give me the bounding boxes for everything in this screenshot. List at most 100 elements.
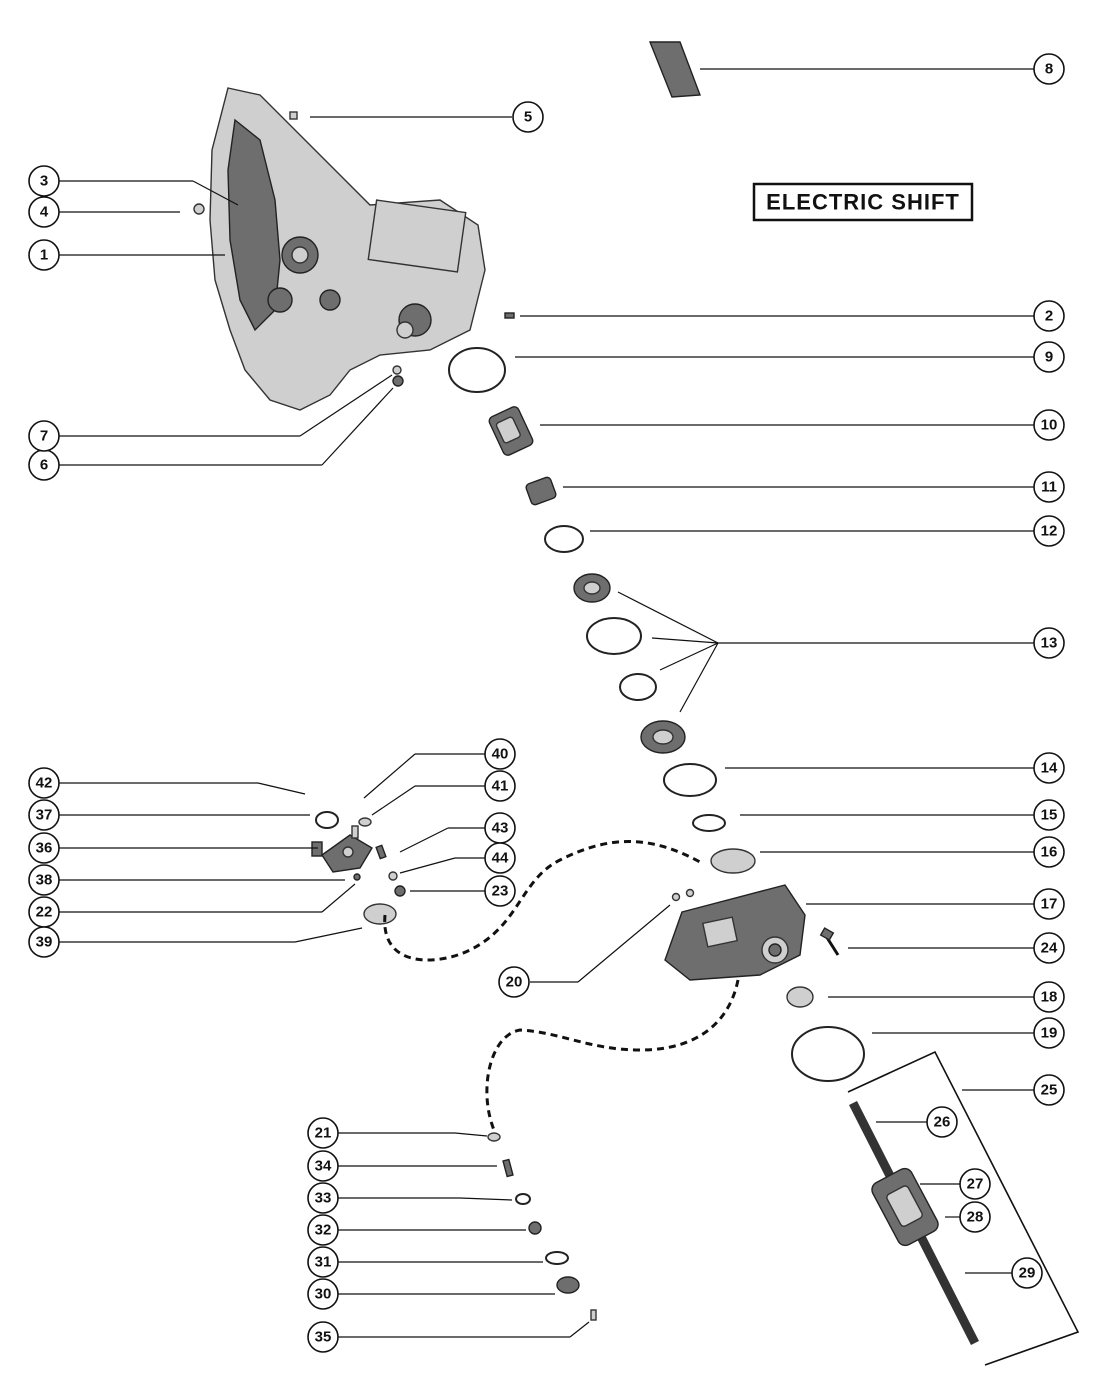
ring-part-9 [448,347,506,393]
leader-lines [59,68,1034,1338]
svg-text:9: 9 [1045,349,1053,366]
diagram-title: ELECTRIC SHIFT [766,190,960,215]
screw-part-40 [351,825,359,839]
callout-15: 15 [1033,799,1065,831]
callout-32: 32 [307,1214,339,1246]
nut-part-23 [394,885,406,897]
callout-7: 7 [28,420,60,452]
callout-6: 6 [28,449,60,481]
svg-text:7: 7 [40,428,48,445]
svg-text:29: 29 [1019,1265,1036,1282]
svg-text:15: 15 [1041,807,1058,824]
nut-part-6 [392,375,404,387]
callout-34: 34 [307,1150,339,1182]
callout-16: 16 [1033,836,1065,868]
screw-part-24 [819,927,840,956]
bearing-part-11 [525,476,557,506]
part-35 [590,1309,597,1321]
washer-part-41 [358,817,372,827]
wire-dashed-upper [383,840,701,962]
svg-text:5: 5 [524,109,532,126]
callout-31: 31 [307,1246,339,1278]
pin-part-22 [353,873,361,881]
svg-text:31: 31 [315,1254,332,1271]
callout-1: 1 [28,239,60,271]
svg-text:4: 4 [40,204,49,221]
callout-41: 41 [484,770,516,802]
washer-part-18 [786,986,814,1008]
callout-8: 8 [1033,53,1065,85]
callout-14: 14 [1033,752,1065,784]
gasket-part-39 [363,903,397,925]
callout-11: 11 [1033,471,1065,503]
solenoid-assembly-part-36 [311,811,406,925]
svg-text:37: 37 [36,807,53,824]
svg-text:32: 32 [315,1222,332,1239]
plug-part-20b [685,888,695,898]
plug-part-20 [671,892,681,902]
callout-35: 35 [307,1321,339,1353]
gasket-part-16 [710,848,756,874]
svg-text:19: 19 [1041,1025,1058,1042]
callout-40: 40 [484,738,516,770]
gear-part-10 [488,406,534,456]
svg-text:13: 13 [1041,635,1058,652]
callout-38: 38 [28,864,60,896]
shaft-assembly-part-25 [847,1050,1080,1366]
callout-25: 25 [1033,1074,1065,1106]
svg-text:36: 36 [36,840,53,857]
callout-5: 5 [512,101,544,133]
callout-44: 44 [484,842,516,874]
svg-text:34: 34 [315,1158,332,1175]
svg-text:28: 28 [967,1209,984,1226]
svg-text:42: 42 [36,775,53,792]
callout-17: 17 [1033,888,1065,920]
callout-33: 33 [307,1182,339,1214]
callout-39: 39 [28,926,60,958]
callout-23: 23 [484,875,516,907]
screw-part-42 [311,841,323,857]
callout-26: 26 [926,1106,958,1138]
nut-part-4 [193,203,205,215]
svg-text:17: 17 [1041,896,1058,913]
callout-20: 20 [498,966,530,998]
svg-text:2: 2 [1045,308,1053,325]
svg-text:16: 16 [1041,844,1058,861]
svg-text:25: 25 [1041,1082,1058,1099]
svg-text:41: 41 [492,778,509,795]
svg-text:38: 38 [36,872,53,889]
callout-42: 42 [28,767,60,799]
callout-37: 37 [28,799,60,831]
callout-29: 29 [1011,1257,1043,1289]
part-31 [545,1251,569,1265]
washer-part-44 [388,871,398,881]
callout-30: 30 [307,1278,339,1310]
part-30 [556,1276,580,1294]
part-34 [502,1158,514,1178]
callout-4: 4 [28,196,60,228]
ring-part-12 [544,525,584,553]
screw-part-43 [375,844,387,860]
callout-36: 36 [28,832,60,864]
svg-text:23: 23 [492,883,509,900]
washer-part-37 [315,811,339,829]
callout-10: 10 [1033,409,1065,441]
callout-9: 9 [1033,341,1065,373]
svg-text:14: 14 [1041,760,1058,777]
callouts: 1 2 3 4 5 6 7 8 9 10 11 12 13 14 15 16 1… [28,53,1065,1353]
housing-part [209,87,486,411]
screw-part-5 [289,111,298,120]
title-box: ELECTRIC SHIFT [752,182,974,222]
svg-text:43: 43 [492,820,509,837]
part-21 [487,1132,501,1142]
part-32 [528,1221,542,1235]
svg-text:11: 11 [1041,479,1057,496]
shift-housing-part-17 [664,884,806,981]
callout-43: 43 [484,812,516,844]
parts-drawings [193,41,1080,1366]
svg-text:44: 44 [492,850,509,867]
callout-28: 28 [959,1201,991,1233]
svg-text:27: 27 [967,1176,984,1193]
bearing-set-part-13 [573,573,686,754]
